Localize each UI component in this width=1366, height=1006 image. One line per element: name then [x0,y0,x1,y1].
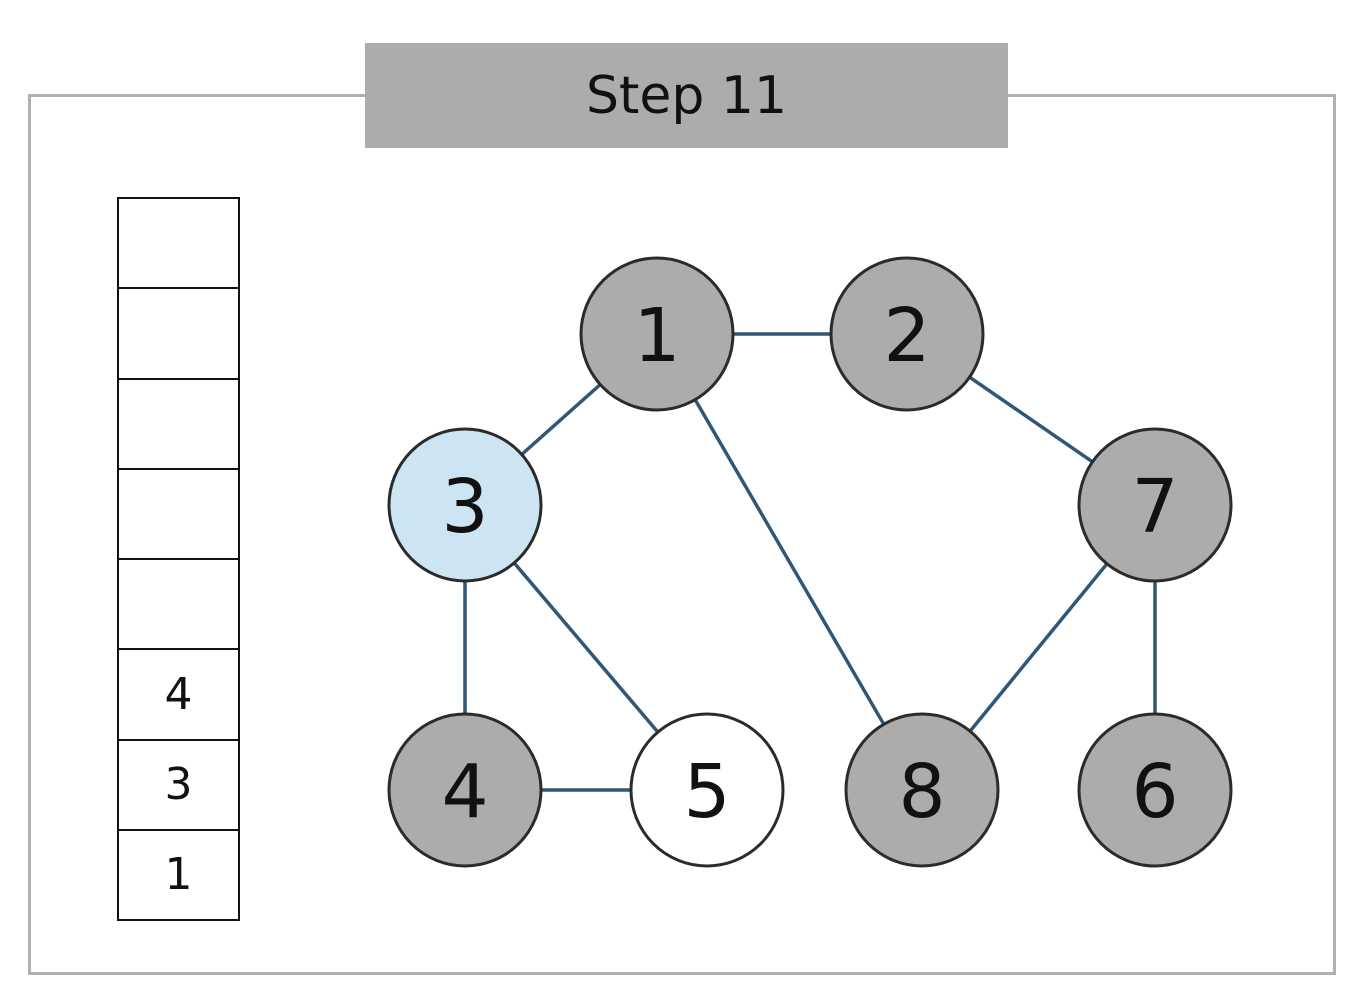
node-5: 5 [629,712,785,868]
stack-cell: 1 [164,849,193,901]
node-8: 8 [844,712,1000,868]
node-circle [844,712,1000,868]
node-6: 6 [1077,712,1233,868]
stack-cell [119,560,238,651]
nodes: 1 2 3 7 4 5 8 6 [387,256,1233,868]
node-label: 1 [633,293,680,379]
node-label: 6 [1131,749,1178,835]
node-7: 7 [1077,427,1233,583]
node-circle [387,712,543,868]
node-3: 3 [387,427,543,583]
edges [463,332,1157,792]
stack: 4 3 1 [117,197,240,921]
edge-1-8 [655,333,924,791]
stack-cell [119,199,238,290]
node-circle [1077,427,1233,583]
node-label: 3 [441,464,488,550]
node-2: 2 [829,256,985,412]
stack-cell: 4 [119,650,238,741]
stack-cell: 3 [119,741,238,831]
node-label: 7 [1131,464,1178,550]
stack-cell [119,289,238,380]
node-circle [629,712,785,868]
step-title: Step 11 [365,43,1008,148]
node-label: 4 [441,749,488,835]
stack-cell [119,470,238,560]
node-1: 1 [579,256,735,412]
node-label: 5 [683,749,730,835]
node-circle [1077,712,1233,868]
node-circle [579,256,735,412]
node-4: 4 [387,712,543,868]
stack-cell [119,380,238,470]
node-label: 8 [898,749,945,835]
node-circle [387,427,543,583]
node-circle [829,256,985,412]
node-label: 2 [883,293,930,379]
